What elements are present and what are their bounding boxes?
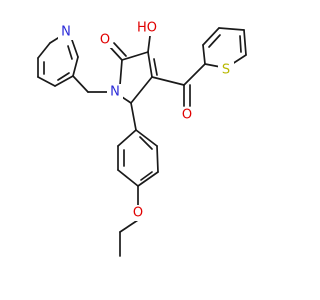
bond (71, 39, 79, 58)
bond (119, 59, 123, 86)
molecule-structure-diagram: N N HO O O S O (37, 20, 247, 257)
bond (243, 29, 247, 56)
bond (37, 42, 51, 59)
ether-oxygen-label: O (133, 206, 143, 221)
bond (113, 42, 127, 57)
bond (72, 56, 79, 77)
bond (117, 169, 139, 187)
bond (37, 76, 56, 87)
bond (109, 46, 123, 61)
ring-n-mask (107, 84, 123, 100)
hydroxyl-label: HO (137, 21, 157, 36)
ether-o-mask (130, 205, 146, 221)
hydroxyl-mask (136, 20, 158, 36)
bond (54, 75, 74, 87)
bond-inner (139, 136, 153, 150)
bond (147, 35, 151, 53)
bond-inner (57, 72, 70, 81)
bond (147, 51, 153, 78)
pyridine-n-mask (58, 24, 74, 40)
bond (117, 129, 137, 147)
bond-inner (67, 45, 73, 60)
thiophene-s-mask (218, 62, 234, 78)
bond (137, 171, 159, 187)
ring-nitrogen-label: N (110, 85, 120, 100)
ketone-o-mask (179, 107, 195, 123)
bond (218, 27, 245, 31)
lactam-oxygen-label: O (100, 33, 110, 48)
bond (202, 44, 206, 65)
thiophene-sulfur-label: S (222, 63, 230, 78)
atom-label-layer: N N HO O O S O (58, 20, 234, 221)
lactam-o-mask (97, 32, 113, 48)
bond (72, 75, 89, 93)
bond (135, 129, 158, 147)
bond (183, 63, 206, 86)
bond-inner (153, 58, 158, 76)
bond (121, 51, 149, 61)
bond (130, 76, 153, 104)
bond (119, 219, 139, 233)
bond (202, 27, 220, 46)
pyridine-nitrogen-label: N (61, 25, 71, 40)
bond (130, 102, 137, 131)
bond-inner (208, 34, 221, 48)
bond (121, 96, 132, 104)
ketone-oxygen-label: O (182, 108, 192, 123)
bond (151, 76, 185, 86)
bond (156, 145, 159, 173)
bond-inner (239, 35, 242, 53)
bond-layer (37, 27, 247, 257)
bond-inner (140, 171, 153, 181)
